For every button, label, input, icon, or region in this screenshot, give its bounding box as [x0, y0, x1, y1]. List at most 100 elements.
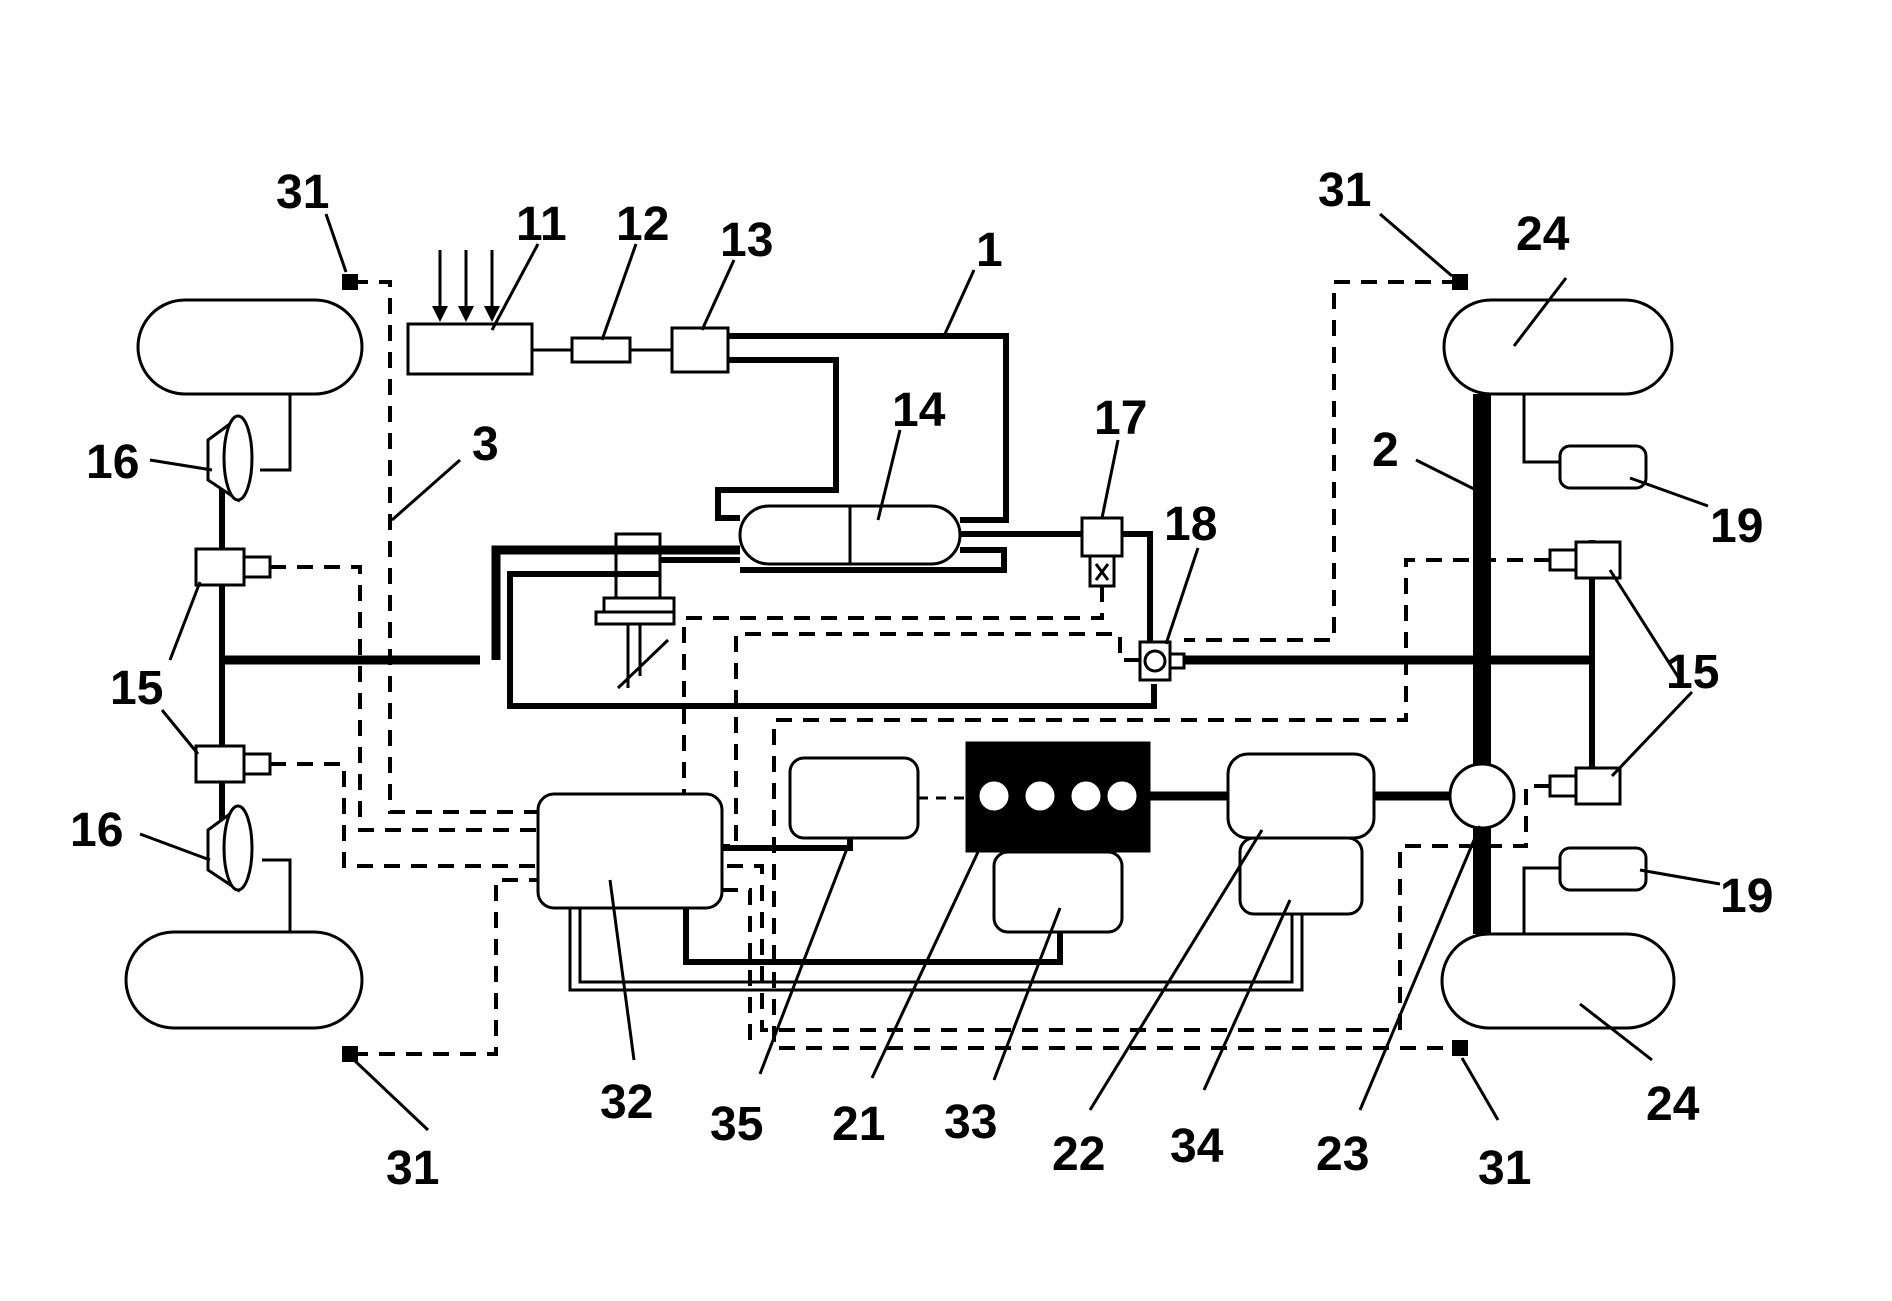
leader-31d	[1460, 1057, 1500, 1121]
label-31-bottom-left: 31	[386, 1142, 439, 1195]
label-1: 1	[976, 224, 1003, 277]
leader-3	[391, 458, 461, 522]
right-rear-wheel-strut	[1522, 866, 1560, 934]
label-22: 22	[1052, 1128, 1105, 1181]
valve-17-symbol	[1094, 563, 1110, 581]
wire-32-35	[722, 838, 853, 851]
cylinder-rear-right	[1558, 846, 1648, 892]
label-31-top-left: 31	[276, 166, 329, 219]
engine-cylinder-3	[1071, 781, 1101, 811]
leader-31a	[324, 213, 348, 273]
label-19-bottom: 19	[1720, 870, 1773, 923]
left-front-wheel-strut	[260, 394, 292, 472]
pump-unit-base	[602, 596, 676, 614]
sensor-31-bottom-left	[342, 1046, 358, 1062]
signal-valve-front-left	[270, 565, 538, 832]
component-13	[670, 326, 730, 374]
leader-13	[700, 259, 736, 331]
line-17-18	[1122, 531, 1153, 642]
valve-18-dial	[1143, 649, 1167, 673]
valve-rear-left-actuator	[242, 752, 272, 776]
leader-23	[1358, 825, 1482, 1111]
label-35: 35	[710, 1098, 763, 1151]
front-left-wheel	[136, 298, 364, 396]
front-right-wheel	[1442, 298, 1674, 396]
leader-31b	[1379, 212, 1453, 278]
leader-16a	[149, 458, 213, 472]
component-11	[406, 322, 534, 376]
leader-22	[1088, 829, 1264, 1111]
valve-front-left	[194, 547, 246, 587]
label-34: 34	[1170, 1120, 1224, 1173]
input-arrows	[432, 250, 500, 322]
leader-15a	[168, 581, 202, 661]
leader-16b	[139, 832, 211, 862]
leader-32	[608, 879, 636, 1061]
leader-15b	[160, 709, 200, 755]
sensor-31-top-left	[342, 274, 358, 290]
controller-32	[536, 792, 724, 910]
valve-17	[1080, 516, 1124, 558]
signal-loop	[722, 888, 752, 1040]
valve-front-left-actuator	[242, 555, 272, 579]
signal-sensor-front-right	[1184, 280, 1458, 642]
leader-24a	[1512, 277, 1568, 347]
signal-sensor-rear-left	[352, 878, 538, 1056]
label-15-right: 15	[1666, 646, 1719, 699]
leader-14	[876, 429, 902, 521]
unit-35	[788, 756, 920, 840]
label-31-bottom-right: 31	[1478, 1142, 1531, 1195]
leader-2	[1415, 458, 1477, 492]
leader-18	[1164, 547, 1200, 645]
rear-left-wheel	[124, 930, 364, 1030]
valve-rear-right-actuator	[1548, 774, 1578, 798]
leader-21	[870, 851, 980, 1079]
label-33: 33	[944, 1096, 997, 1149]
leader-12	[600, 243, 638, 341]
rear-right-wheel	[1440, 932, 1676, 1030]
leader-19a	[1629, 476, 1709, 508]
sensor-31-top-right	[1452, 274, 1468, 290]
label-24-bottom: 24	[1646, 1078, 1700, 1131]
label-12: 12	[616, 198, 669, 251]
engine-cylinder-4	[1107, 781, 1137, 811]
valve-18-port	[1168, 652, 1186, 670]
leader-33	[992, 907, 1062, 1081]
pipe-13-14	[715, 357, 839, 521]
pump-unit-lever	[616, 624, 670, 690]
right-front-wheel-strut	[1522, 394, 1560, 464]
label-15-left-top: 15	[110, 662, 163, 715]
brake-drum-rear-left	[206, 804, 254, 893]
leader-17	[1100, 439, 1120, 519]
signal-17	[682, 586, 1104, 794]
pump-unit-flange	[594, 610, 676, 626]
line-14-bottom	[507, 547, 1157, 709]
wire-32-34b	[578, 908, 1294, 984]
leader-35	[758, 845, 850, 1075]
label-11: 11	[516, 198, 567, 251]
cylinder-front-right	[1558, 444, 1648, 490]
valve-front-right-actuator	[1548, 548, 1578, 572]
label-32: 32	[600, 1076, 653, 1129]
unit-33	[992, 850, 1124, 934]
transmission-22	[1226, 752, 1376, 840]
sensor-31-bottom-right	[1452, 1040, 1468, 1056]
label-17: 17	[1094, 392, 1147, 445]
pipe-1	[728, 333, 1009, 523]
line-14-top	[491, 545, 740, 660]
label-16-top: 16	[86, 436, 139, 489]
leader-15d	[1610, 690, 1694, 778]
leader-31c	[352, 1058, 430, 1132]
label-3: 3	[472, 418, 499, 471]
signal-valve-rear-left	[270, 762, 538, 868]
left-rear-wheel-strut	[262, 858, 292, 932]
leader-19b	[1639, 868, 1721, 886]
engine-cylinder-1	[979, 781, 1009, 811]
label-24-top: 24	[1516, 208, 1570, 261]
leader-34	[1202, 899, 1292, 1091]
label-21: 21	[832, 1098, 885, 1151]
label-16-bottom: 16	[70, 804, 123, 857]
label-14: 14	[892, 384, 946, 437]
